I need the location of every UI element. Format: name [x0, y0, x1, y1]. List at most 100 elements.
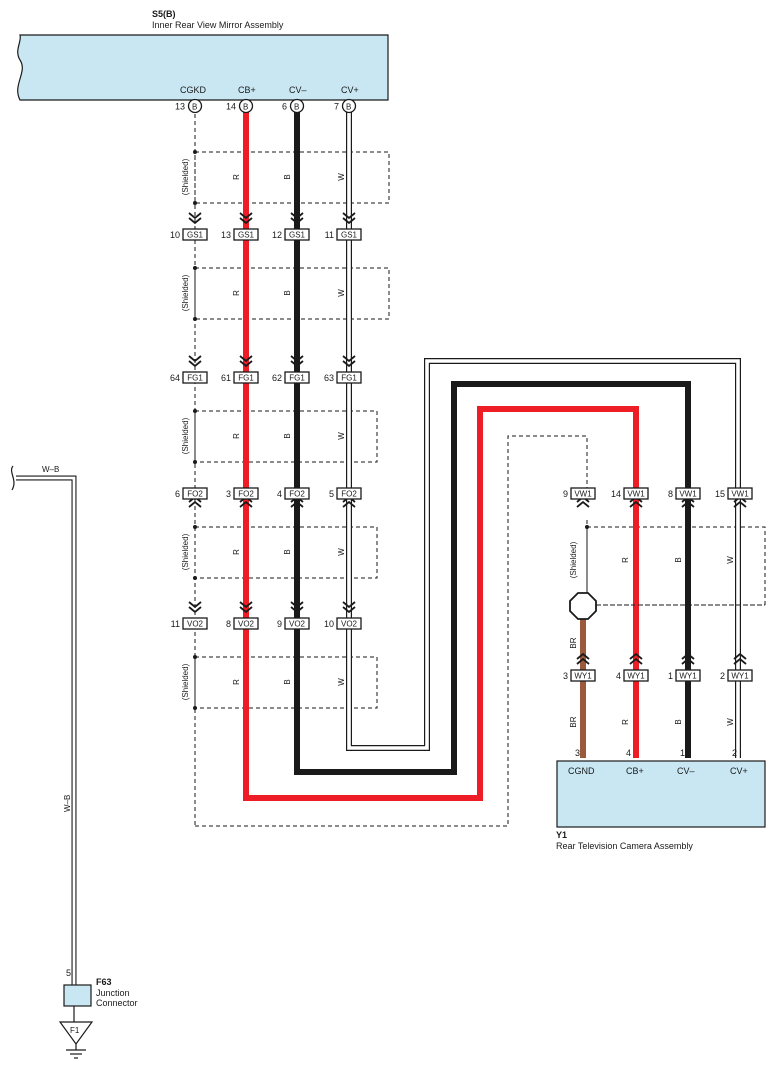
mirror-terminal-label-cv-plus: CV+ — [341, 85, 359, 95]
connector-name: VO2 — [341, 620, 358, 629]
white-wire — [346, 110, 741, 758]
connector-chevron — [342, 500, 356, 508]
connector-chevron — [342, 217, 356, 225]
connector-box — [233, 487, 259, 500]
camera-pin-3: 3 — [575, 748, 580, 758]
wire-color-label-w: W — [337, 548, 346, 556]
connector-chevron — [733, 652, 747, 660]
camera-assembly: 3 4 1 2 CGND CB+ CV– CV+ Y1 Rear Televis… — [556, 748, 766, 851]
connector-name: FO2 — [187, 490, 203, 499]
connector-name: VO2 — [289, 620, 306, 629]
connector-box — [182, 371, 208, 384]
wire-color-label-r: R — [232, 549, 241, 555]
connector-name: VO2 — [187, 620, 204, 629]
shielded-label: (Shielded) — [181, 417, 190, 454]
connector-pin: 63 — [324, 373, 334, 383]
connector-pin: 61 — [221, 373, 231, 383]
wire-color-label-r: R — [232, 174, 241, 180]
wire-break-mark — [10, 465, 15, 491]
mirror-code: S5(B) — [152, 9, 176, 19]
shield-box — [194, 526, 378, 579]
camera-terminal-label-cb-plus: CB+ — [626, 766, 644, 776]
mirror-terminal-label-cb-plus: CB+ — [238, 85, 256, 95]
camera-assembly-box — [556, 760, 766, 828]
connector-chevron — [290, 355, 304, 363]
wire-color-label-w: W — [337, 289, 346, 297]
wire-color-label-b: B — [283, 433, 292, 438]
connector-name: WY1 — [574, 672, 592, 681]
mirror-terminal-pin: 6 — [282, 102, 287, 112]
mirror-terminal-connector: B — [294, 103, 299, 112]
connector-chevron — [188, 606, 202, 614]
connector-pin: 10 — [170, 230, 180, 240]
junction-connector: 5 F63 Junction Connector — [63, 968, 138, 1008]
black-wire — [294, 110, 691, 775]
wire-color-label-b: B — [674, 719, 683, 724]
connector-name: GS1 — [289, 231, 306, 240]
connector-chevron — [629, 652, 643, 660]
camera-terminal-label-cv-plus: CV+ — [730, 766, 748, 776]
wire-color-label-b: B — [283, 549, 292, 554]
mirror-terminal-circle — [289, 98, 305, 114]
connector-pin: 2 — [720, 671, 725, 681]
connector-box — [284, 228, 310, 241]
wire-color-label-w: W — [337, 432, 346, 440]
connector-box — [727, 669, 753, 682]
connector-box — [570, 487, 596, 500]
wire-color-label-r: R — [232, 433, 241, 439]
shield-box — [194, 656, 378, 709]
connector-chevron — [733, 500, 747, 508]
wire-color-label-r: R — [621, 719, 630, 725]
wire-color-label-b: B — [674, 557, 683, 562]
connector-pin: 8 — [226, 619, 231, 629]
connector-pin: 3 — [226, 489, 231, 499]
shielded-label: (Shielded) — [181, 533, 190, 570]
connector-box — [182, 617, 208, 630]
wire-color-label-w: W — [337, 173, 346, 181]
splice-octagon — [569, 592, 597, 620]
shielded-label: (Shielded) — [181, 274, 190, 311]
connector-box — [336, 228, 362, 241]
red-wire — [243, 110, 639, 801]
mirror-assembly: S5(B) Inner Rear View Mirror Assembly CG… — [17, 9, 389, 101]
camera-code: Y1 — [556, 830, 567, 840]
ground-wire-wb — [10, 465, 77, 1022]
connector-box — [182, 228, 208, 241]
connector-chevron — [342, 601, 356, 609]
connector-chevron — [576, 500, 590, 508]
connector-chevron — [342, 355, 356, 363]
connector-chevron — [188, 601, 202, 609]
shield-box — [194, 151, 390, 204]
connector-chevron — [239, 606, 253, 614]
connector-pin: 9 — [277, 619, 282, 629]
mirror-terminal-circle — [187, 98, 203, 114]
mirror-terminal-circle — [238, 98, 254, 114]
camera-pin-1: 1 — [680, 748, 685, 758]
connector-box — [675, 669, 701, 682]
connector-name: FO2 — [341, 490, 357, 499]
connector-box — [623, 669, 649, 682]
wire-color-label-wb-vertical: W–B — [63, 795, 72, 812]
camera-pin-2: 2 — [732, 748, 737, 758]
connector-box — [284, 617, 310, 630]
wire-color-label-b: B — [283, 290, 292, 295]
connector-pin: 13 — [221, 230, 231, 240]
mirror-assembly-box — [17, 34, 389, 101]
connector-box — [284, 487, 310, 500]
mirror-name: Inner Rear View Mirror Assembly — [152, 20, 284, 30]
connector-name: GS1 — [187, 231, 204, 240]
junction-connector-box — [63, 984, 92, 1007]
connector-chevron — [681, 652, 695, 660]
connector-name: WY1 — [731, 672, 749, 681]
connector-chevron — [290, 212, 304, 220]
connector-chevron — [290, 601, 304, 609]
connector-chevron — [342, 360, 356, 368]
connector-chevron — [239, 601, 253, 609]
connector-name: FO2 — [238, 490, 254, 499]
connector-name: WY1 — [679, 672, 697, 681]
connector-pin: 64 — [170, 373, 180, 383]
